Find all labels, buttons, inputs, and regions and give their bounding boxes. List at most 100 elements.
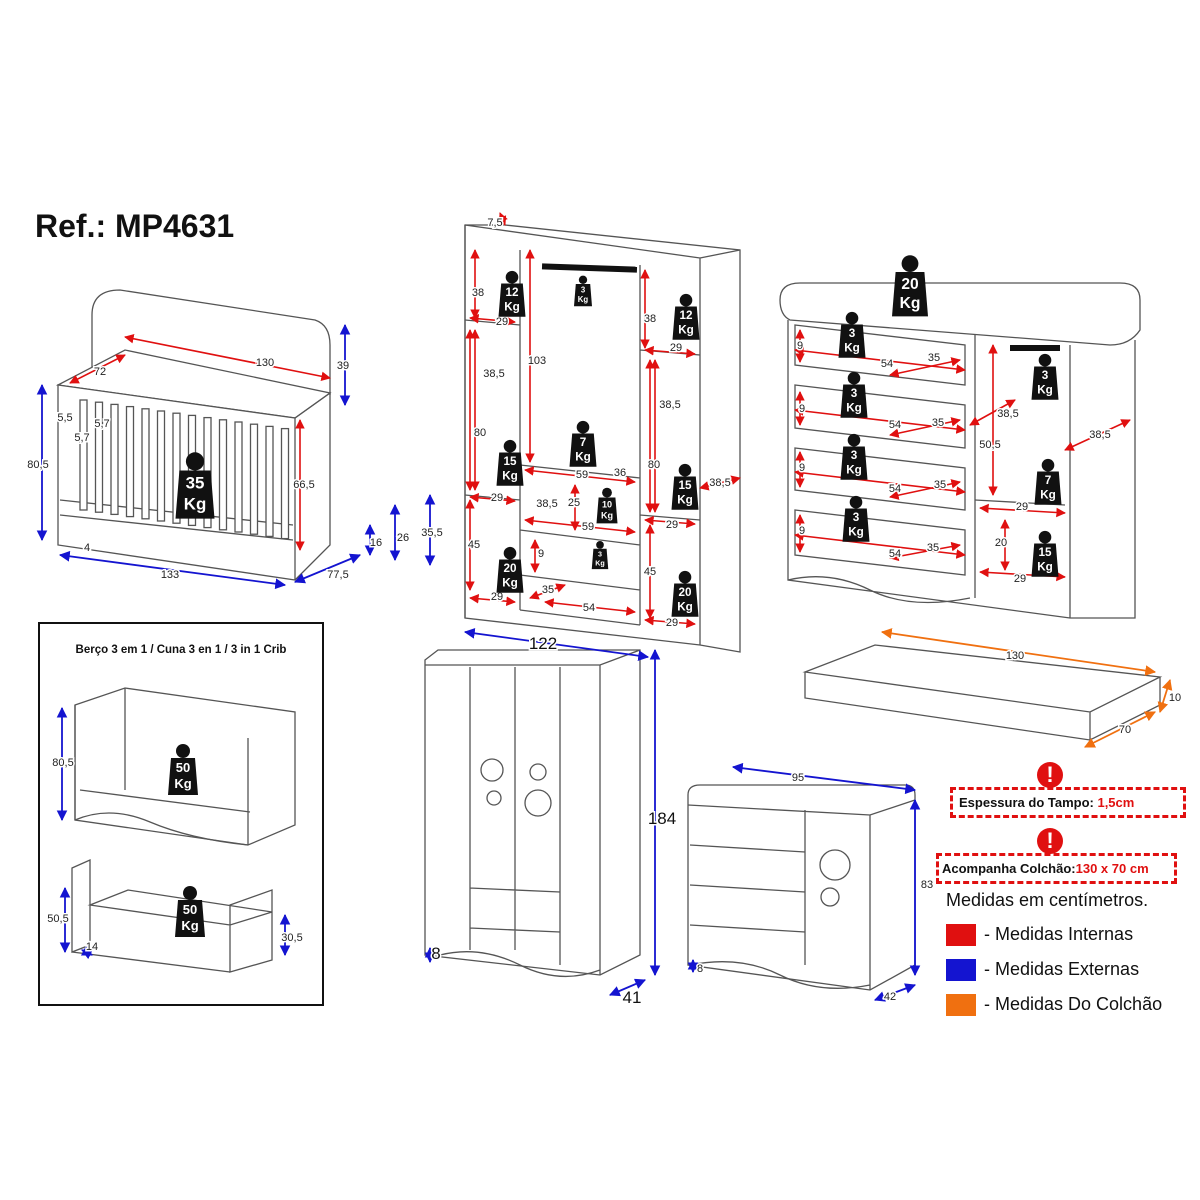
weight-capacity-icon: 3Kg [574, 275, 592, 307]
dimension-label: 39 [337, 360, 349, 372]
dimension-label: 42 [884, 991, 896, 1003]
weight-label: Kg [174, 776, 191, 791]
crib-slat [265, 425, 274, 538]
weight-capacity-icon: 3Kg [591, 541, 609, 570]
dimension-label: 77,5 [327, 569, 348, 581]
weight-label: Kg [844, 342, 860, 355]
dimension-label: 29 [1016, 501, 1028, 513]
dimension-arrow [609, 978, 646, 997]
dimension-arrow [544, 598, 636, 616]
crib-drawing [55, 289, 332, 581]
legend-item-mattress: - Medidas Do Colchão [946, 987, 1162, 1022]
warning-icon: ! [1037, 762, 1063, 788]
dimension-label: 80,5 [27, 459, 48, 471]
dimension-label: 45 [644, 566, 656, 578]
dimension-label: 122 [529, 634, 557, 653]
weight-label: Kg [677, 494, 693, 507]
weight-label: Kg [1037, 384, 1053, 397]
legend-label: - Medidas Externas [984, 959, 1140, 979]
dimension-label: 38,5 [709, 477, 730, 489]
weight-label: 3 [851, 387, 858, 400]
weight-label: 20 [503, 562, 517, 575]
weight-label: 50 [183, 902, 197, 917]
blue-swatch [946, 958, 976, 981]
dimension-label: 80 [648, 459, 660, 471]
weight-label: Kg [578, 295, 589, 304]
dimension-label: 130 [1006, 650, 1024, 662]
weight-label: Kg [181, 918, 198, 933]
dimension-label: 35 [542, 584, 554, 596]
dimension-arrow [69, 354, 126, 384]
dimension-label: 4 [84, 542, 90, 554]
dimension-label: 5,5 [57, 412, 72, 424]
red-swatch [946, 923, 976, 946]
dimension-label: 70 [1119, 724, 1131, 736]
dimension-label: 83 [921, 879, 933, 891]
weight-label: 7 [1045, 474, 1052, 487]
inset-title: Berço 3 em 1 / Cuna 3 en 1 / 3 in 1 Crib [75, 644, 287, 656]
dimension-arrow [644, 615, 696, 629]
weight-label: Kg [848, 526, 864, 539]
dresser-interior-drawing [779, 282, 1141, 619]
dimension-arrow [1084, 711, 1156, 748]
weight-label: Kg [1040, 489, 1056, 502]
weight-label: 20 [901, 276, 919, 293]
dimension-label: 50,5 [47, 913, 68, 925]
mattress-included-label: Acompanha Colchão: [942, 861, 1076, 876]
dimension-arrow [469, 492, 516, 506]
dimension-label: 72 [94, 366, 106, 378]
dimension-label: 9 [797, 340, 803, 352]
weight-label: Kg [900, 295, 921, 312]
crib-slat [172, 412, 181, 524]
weight-capacity-icon: 3Kg [842, 495, 870, 542]
legend-label: - Medidas Internas [984, 924, 1134, 944]
dimension-arrow [979, 503, 1066, 518]
dimension-arrow [524, 516, 636, 536]
dimension-label: 50,5 [979, 439, 1000, 451]
crib-slat [280, 427, 290, 540]
weight-label: 15 [678, 479, 692, 492]
orange-swatch [946, 993, 976, 1016]
crib-slat [141, 408, 150, 520]
dimension-label: 54 [889, 548, 901, 560]
dimension-label: 29 [666, 519, 678, 531]
dimension-label: 54 [889, 483, 901, 495]
dimension-label: 29 [491, 591, 503, 603]
mattress-drawing [802, 644, 1163, 741]
dimension-label: 59 [582, 521, 594, 533]
units-note: Medidas em centímetros. [946, 890, 1149, 910]
dimension-label: 35 [927, 542, 939, 554]
dimension-arrow [463, 627, 650, 662]
weight-capacity-icon: 3Kg [840, 433, 868, 480]
weight-label: 35 [186, 474, 205, 493]
dimension-arrow [889, 417, 961, 438]
dimension-label: 38,5 [483, 368, 504, 380]
dimension-arrow [644, 515, 696, 529]
weight-label: Kg [184, 495, 207, 514]
dimension-label: 133 [161, 569, 179, 581]
dimension-label: 184 [648, 809, 676, 828]
weight-label: Kg [678, 324, 694, 337]
crib-slat [249, 423, 259, 535]
dimension-label: 59 [576, 469, 588, 481]
weight-label: 3 [1042, 369, 1049, 382]
dimension-label: 8 [431, 944, 440, 963]
top-thickness-label: Espessura do Tampo: [959, 795, 1094, 810]
dimension-label: 54 [881, 358, 893, 370]
dimension-label: 29 [670, 342, 682, 354]
weight-label: Kg [677, 601, 693, 614]
dimension-arrow [58, 550, 287, 590]
dimension-label: 9 [538, 548, 544, 560]
dimension-label: 8 [697, 963, 703, 975]
dimension-label: 26 [397, 532, 409, 544]
dresser-exterior-drawing [687, 784, 916, 991]
